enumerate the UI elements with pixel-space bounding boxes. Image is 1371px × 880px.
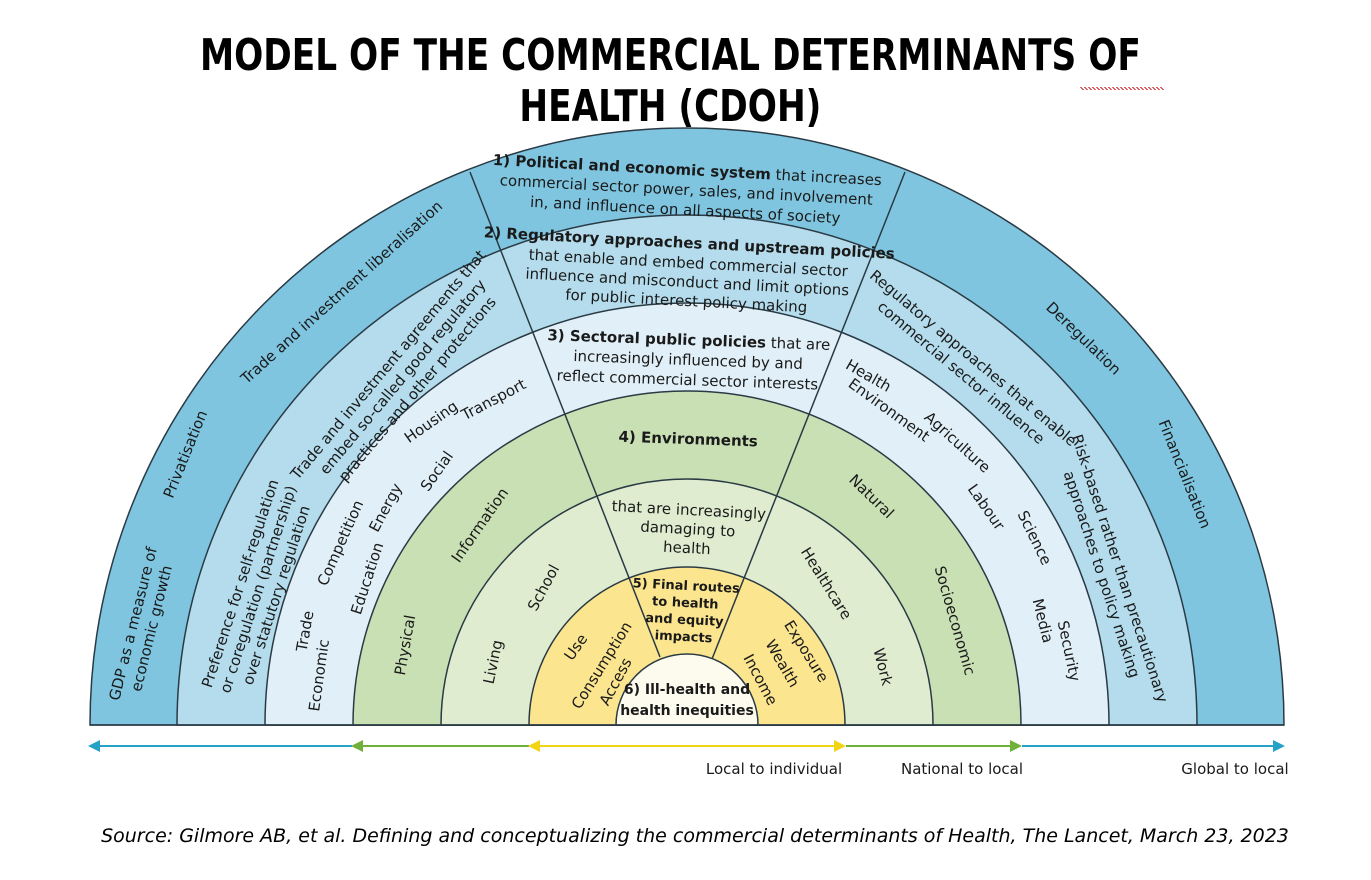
ring4-sub2: damaging to: [640, 518, 736, 541]
ring5-line4: impacts: [654, 628, 713, 646]
divider-left: [469, 171, 661, 658]
scale-global-local: Global to local: [1181, 760, 1288, 778]
spellcheck-squiggle: [1080, 87, 1164, 90]
divider-right: [711, 171, 906, 660]
ring5-line2: to health: [652, 594, 719, 612]
ring5-line3: and equity: [645, 611, 725, 630]
ring4-sub3: health: [663, 538, 711, 558]
ring1-line1-rest: that increases: [770, 165, 882, 189]
page-title: MODEL OF THE COMMERCIAL DETERMINANTS OF …: [199, 30, 1141, 132]
source-citation: Source: Gilmore AB, et al. Defining and …: [101, 825, 1289, 847]
scale-local-individual: Local to individual: [706, 760, 842, 778]
ring-5-final-routes: [528, 566, 846, 726]
scale-national-local: National to local: [901, 760, 1023, 778]
ring5-line1: 5) Final routes: [632, 576, 740, 597]
ring6-line1: 6) Ill-health and: [624, 682, 750, 698]
ring3-line1-rest: that are: [766, 334, 831, 354]
ring4-title: 4) Environments: [618, 428, 758, 451]
ring-6-core: [615, 653, 759, 726]
ring6-line2: health inequities: [620, 703, 754, 719]
scale-arrows: [88, 740, 1285, 752]
